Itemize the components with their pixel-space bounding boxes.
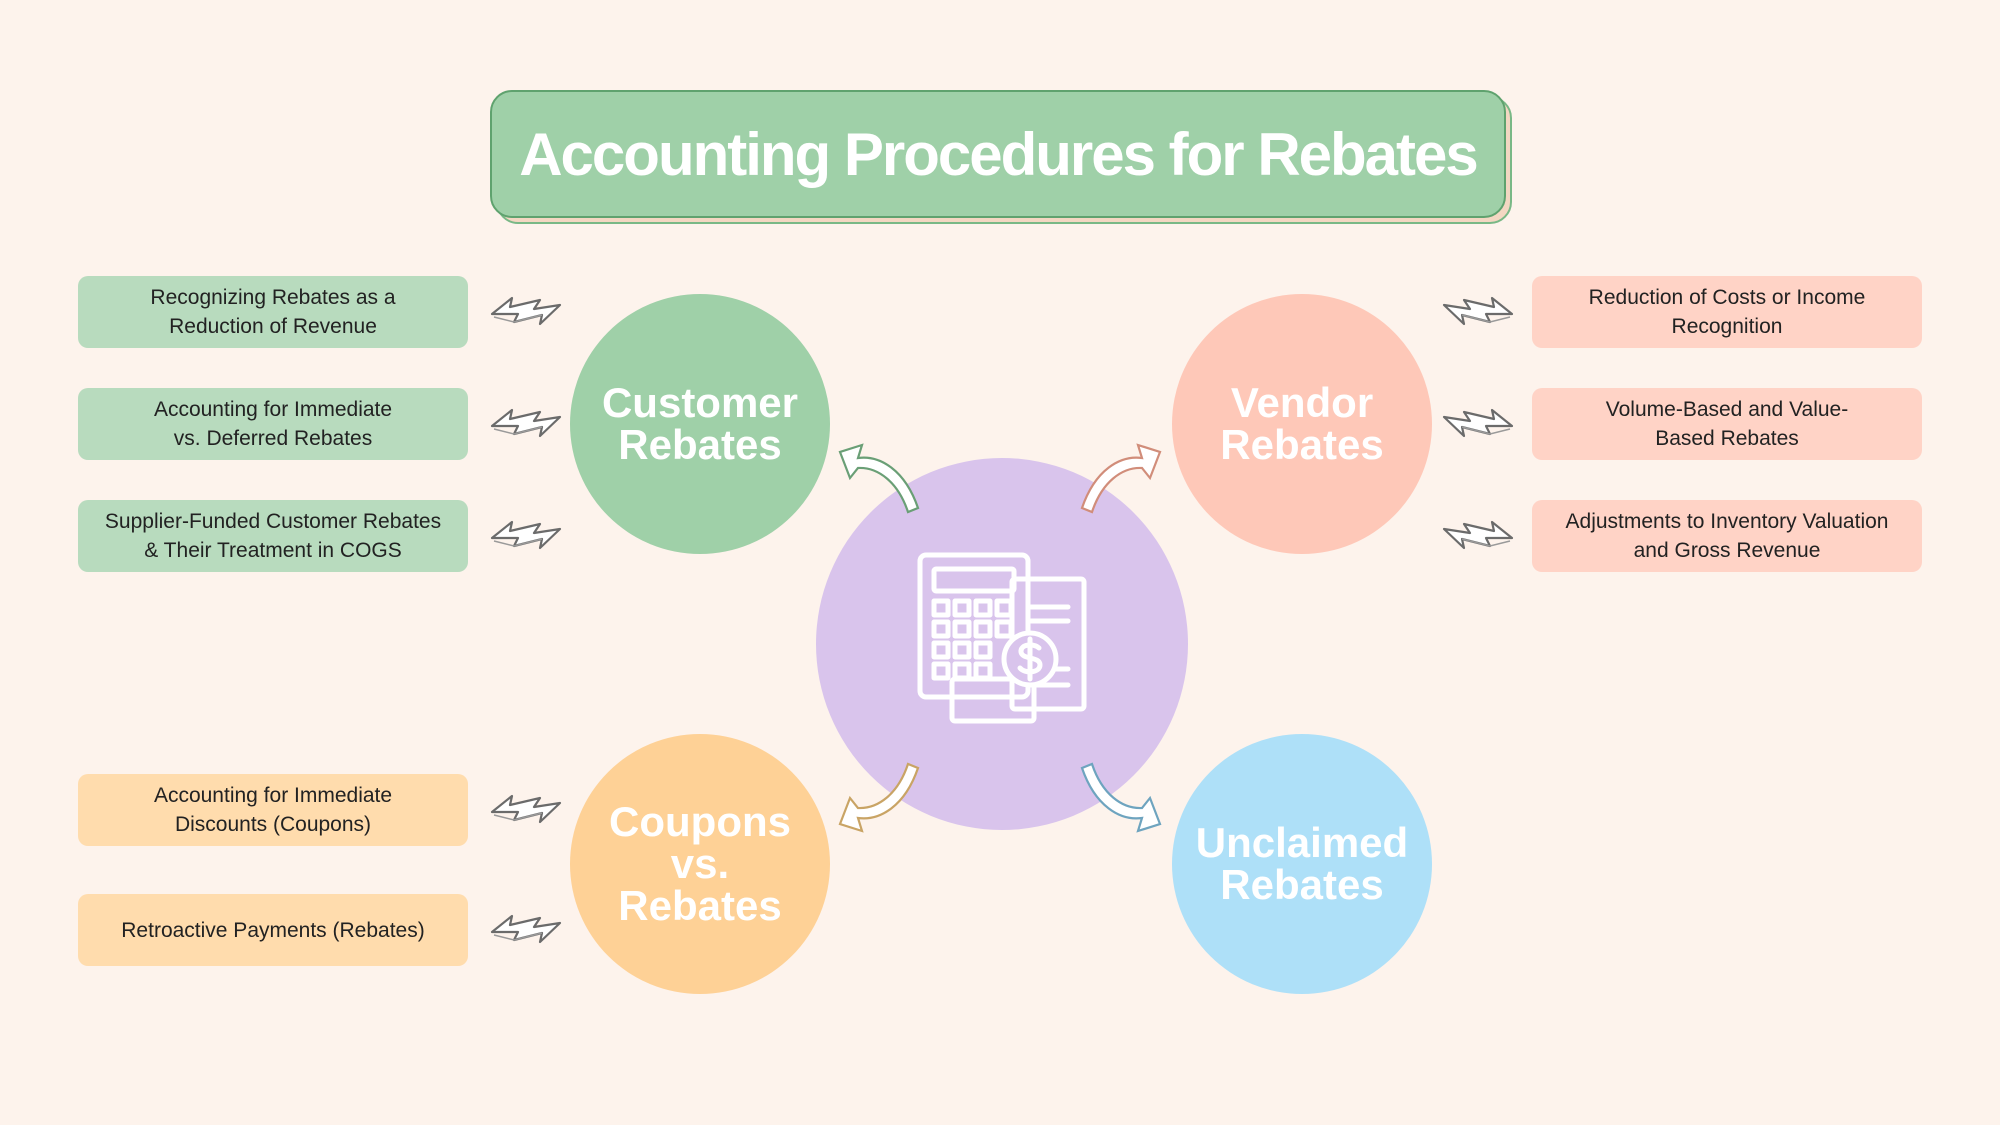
circle-label: Rebates [618, 882, 782, 929]
bolt-arrow-icon [1440, 404, 1516, 444]
coupons-item-box: Retroactive Payments (Rebates) [78, 894, 468, 966]
curved-arrow-icon [1080, 443, 1162, 514]
customer-rebates-circle: Customer Rebates [570, 294, 830, 554]
bolt-arrow-icon [1440, 516, 1516, 556]
bolt-arrow-icon [1440, 292, 1516, 332]
curved-arrow-icon [1080, 762, 1162, 833]
circle-label: Customer [601, 379, 799, 426]
bolt-arrow-icon [488, 790, 564, 830]
vendor-item-box: Adjustments to Inventory Valuation and Gr… [1532, 500, 1922, 572]
calculator-invoice-dollar-icon [917, 552, 1087, 724]
circle-label: Unclaimed [1195, 819, 1409, 866]
item-text: Discounts (Coupons) [174, 813, 372, 836]
bolt-arrow-icon [488, 516, 564, 556]
item-text: Recognizing Rebates as a [150, 286, 396, 309]
item-text: Reduction of Revenue [169, 315, 377, 338]
circle-label: Vendor [1230, 379, 1374, 426]
customer-item-box: Recognizing Rebates as a Reduction of Rev… [78, 276, 468, 348]
item-text: Accounting for Immediate [153, 398, 393, 421]
item-text: & Their Treatment in COGS [144, 539, 402, 562]
vendor-item-box: Volume-Based and Value- Based Rebates [1532, 388, 1922, 460]
circle-label: Rebates [1220, 861, 1384, 908]
item-text: Adjustments to Inventory Valuation [1565, 510, 1889, 533]
bolt-arrow-icon [488, 910, 564, 950]
curved-arrow-icon [838, 443, 920, 514]
item-text: Volume-Based and Value- [1605, 398, 1849, 421]
bolt-arrow-icon [488, 292, 564, 332]
item-text: and Gross Revenue [1633, 539, 1821, 562]
item-text: Recognition [1671, 315, 1783, 338]
hub-circle [816, 458, 1188, 830]
circle-label: Coupons [609, 798, 791, 845]
customer-item-box: Supplier-Funded Customer Rebates & Their … [78, 500, 468, 572]
item-text: Retroactive Payments (Rebates) [121, 918, 425, 942]
customer-item-box: Accounting for Immediate vs. Deferred Reb… [78, 388, 468, 460]
vendor-rebates-circle: Vendor Rebates [1172, 294, 1432, 554]
curved-arrow-icon [838, 762, 920, 833]
item-text: Reduction of Costs or Income [1588, 286, 1866, 309]
item-text: Supplier-Funded Customer Rebates [104, 510, 442, 533]
item-text: Based Rebates [1655, 427, 1799, 450]
bolt-arrow-icon [488, 404, 564, 444]
title-banner: Accounting Procedures for Rebates [490, 90, 1506, 218]
coupons-vs-rebates-circle: Coupons vs. Rebates [570, 734, 830, 994]
circle-label: Rebates [1220, 421, 1384, 468]
circle-label: Rebates [618, 421, 782, 468]
circle-label: vs. [670, 840, 730, 887]
page-title: Accounting Procedures for Rebates [519, 120, 1479, 188]
item-text: vs. Deferred Rebates [173, 427, 373, 450]
unclaimed-rebates-circle: Unclaimed Rebates [1172, 734, 1432, 994]
item-text: Accounting for Immediate [153, 784, 393, 807]
